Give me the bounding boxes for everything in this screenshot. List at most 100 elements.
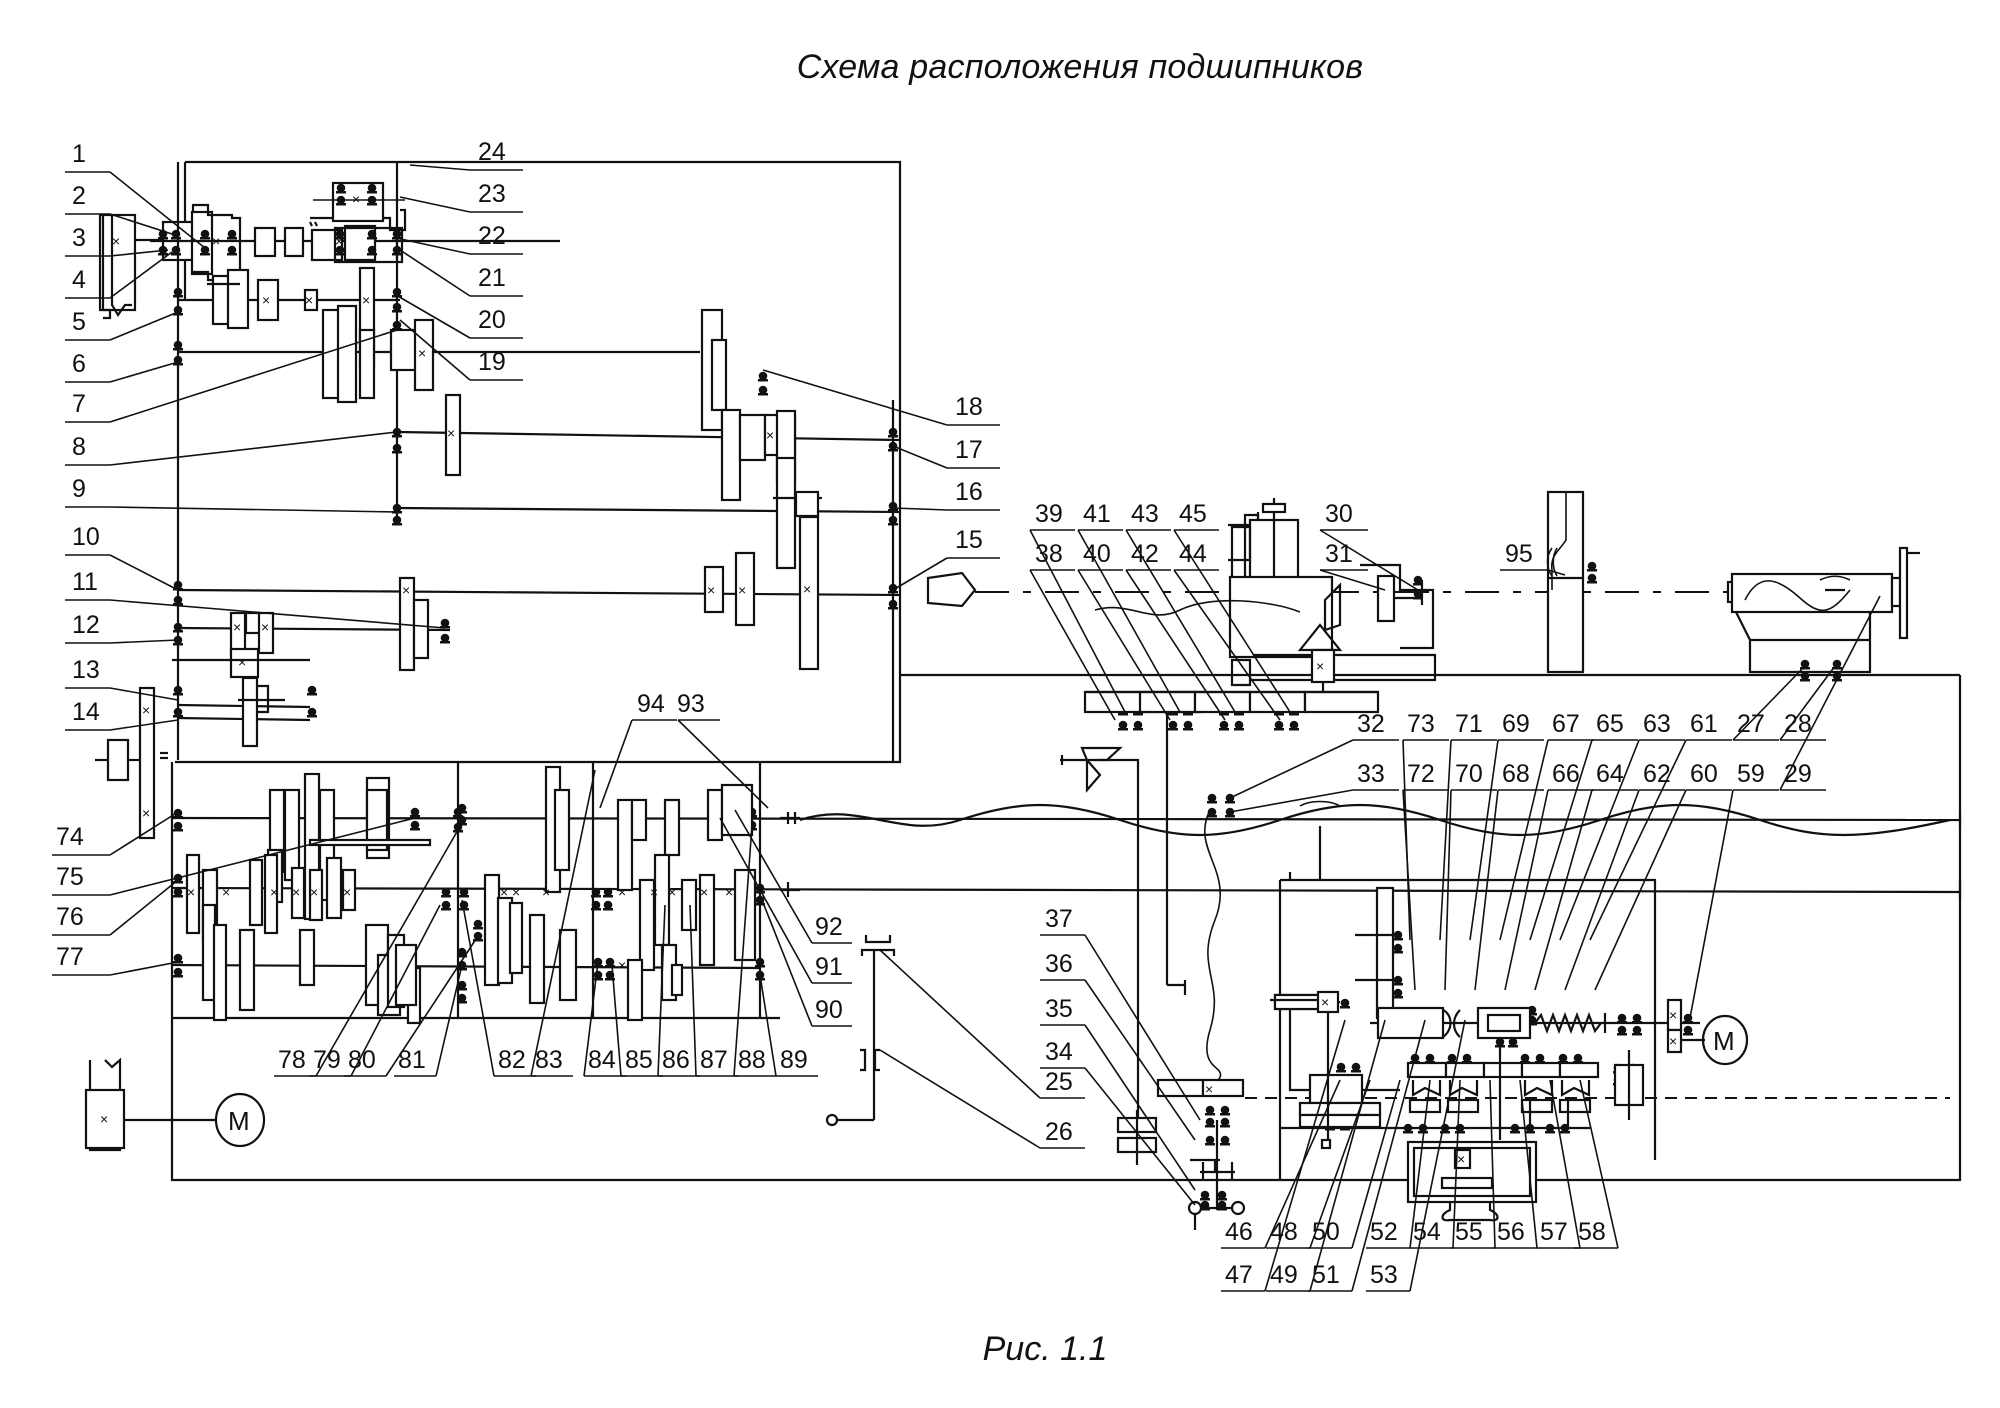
callout-label: 3 xyxy=(72,224,86,252)
motor-label: M xyxy=(228,1106,250,1136)
bearing-icon xyxy=(173,829,183,832)
callout-51: 51 xyxy=(1308,1019,1426,1292)
callout-leader xyxy=(1077,569,1171,721)
gear-icon xyxy=(483,873,501,987)
gear-mark: × xyxy=(738,582,746,598)
callout-leader xyxy=(1229,789,1354,813)
callout-leader xyxy=(677,719,769,809)
gear-mark: × xyxy=(1669,1033,1677,1049)
callout-75: 75 xyxy=(52,817,416,896)
callout-label: 92 xyxy=(815,913,843,941)
callout-label: 16 xyxy=(955,478,983,506)
bearing-icon xyxy=(410,807,420,817)
bearing-icon xyxy=(173,953,183,963)
callout-leader xyxy=(1309,1019,1386,1292)
gear-mark: × xyxy=(1457,1151,1465,1167)
bearing-icon xyxy=(473,919,483,929)
callout-leader xyxy=(1579,1079,1619,1249)
bearing-icon xyxy=(1289,720,1299,730)
bearing-icon xyxy=(457,968,467,971)
callout-leader xyxy=(1469,739,1499,941)
bearing-icon xyxy=(1340,1006,1350,1009)
callout-label: 32 xyxy=(1357,710,1385,738)
callout-69: 69 xyxy=(1469,710,1544,941)
callout-label: 34 xyxy=(1045,1038,1073,1066)
callout-label: 43 xyxy=(1131,500,1159,528)
feed-gearbox: × × ××××××××××××××× xyxy=(95,673,1962,1182)
bearing-icon xyxy=(1587,561,1597,571)
callout-leader xyxy=(109,599,446,629)
callout-leader xyxy=(1594,789,1687,991)
bearing-icon xyxy=(1220,1125,1230,1128)
callout-25: 25 xyxy=(879,949,1085,1099)
callout-leader xyxy=(657,904,666,1077)
bearing-icon xyxy=(440,618,450,628)
bearing-icon xyxy=(367,229,377,239)
callout-leader xyxy=(109,213,173,235)
callout-label: 21 xyxy=(478,264,506,292)
bearing-icon xyxy=(307,685,317,695)
callout-7: 7 xyxy=(65,329,398,423)
drive-pulley: × xyxy=(98,213,170,320)
callout-label: 45 xyxy=(1179,500,1207,528)
callout-36: 36 xyxy=(1040,950,1196,1141)
carriage: × xyxy=(1083,498,1437,714)
callout-5: 5 xyxy=(65,308,179,341)
gear-mark: × xyxy=(618,884,626,900)
bearing-icon xyxy=(1336,1062,1346,1072)
gear-mark: × xyxy=(402,582,410,598)
motor-icon xyxy=(1701,1014,1749,1066)
gear-mark: × xyxy=(100,1111,108,1127)
callout-label: 65 xyxy=(1596,710,1624,738)
callout-leader xyxy=(399,196,471,213)
bearing-icon xyxy=(1168,720,1178,730)
callout-leader xyxy=(1084,1067,1196,1206)
bearing-icon xyxy=(1447,1053,1457,1063)
callout-17: 17 xyxy=(892,436,1000,469)
callout-label: 14 xyxy=(72,698,100,726)
gear-icon xyxy=(616,798,634,892)
bearing-icon xyxy=(758,379,768,382)
callout-47: 47 xyxy=(1221,1019,1346,1292)
callout-label: 61 xyxy=(1690,710,1718,738)
callout-10: 10 xyxy=(65,523,179,591)
callout-label: 58 xyxy=(1578,1218,1606,1246)
bearing-icon xyxy=(457,993,467,1003)
bearing-icon xyxy=(173,881,183,884)
callout-73: 73 xyxy=(1402,710,1449,941)
callout-label: 31 xyxy=(1325,540,1353,568)
callout-88: 88 xyxy=(733,824,776,1077)
callout-74: 74 xyxy=(52,811,179,856)
bearing-icon xyxy=(1393,951,1403,954)
bearing-icon xyxy=(410,820,420,830)
bearing-icon xyxy=(1217,1190,1227,1200)
callout-label: 28 xyxy=(1784,710,1812,738)
bearing-icon xyxy=(307,715,317,718)
callout-89: 89 xyxy=(759,974,818,1077)
gear-mark: × xyxy=(418,345,426,361)
callout-leader xyxy=(1173,529,1291,713)
callout-53: 53 xyxy=(1366,1019,1466,1292)
bearing-icon xyxy=(441,900,451,910)
callout-leader xyxy=(350,904,441,1077)
gear-mark: × xyxy=(142,805,150,821)
callout-leader xyxy=(1549,1079,1581,1249)
bearing-icon xyxy=(1351,1070,1361,1073)
bearing-icon xyxy=(1220,1135,1230,1145)
callout-label: 49 xyxy=(1270,1261,1298,1289)
callout-38: 38 xyxy=(1029,540,1116,721)
bearing-icon xyxy=(336,191,346,194)
callout-13: 13 xyxy=(65,656,179,701)
callout-leader xyxy=(759,974,777,1077)
callout-label: 74 xyxy=(56,823,84,851)
callout-80: 80 xyxy=(344,935,479,1077)
gear-icon xyxy=(248,858,264,927)
callout-59: 59 xyxy=(1689,760,1779,1019)
gear-mark: × xyxy=(707,582,715,598)
bearing-icon xyxy=(1205,1143,1215,1146)
gear-mark: × xyxy=(1205,1081,1213,1097)
callout-leader xyxy=(109,554,179,591)
bearing-icon xyxy=(591,895,601,898)
bearing-icon xyxy=(367,195,377,205)
callout-label: 15 xyxy=(955,526,983,554)
